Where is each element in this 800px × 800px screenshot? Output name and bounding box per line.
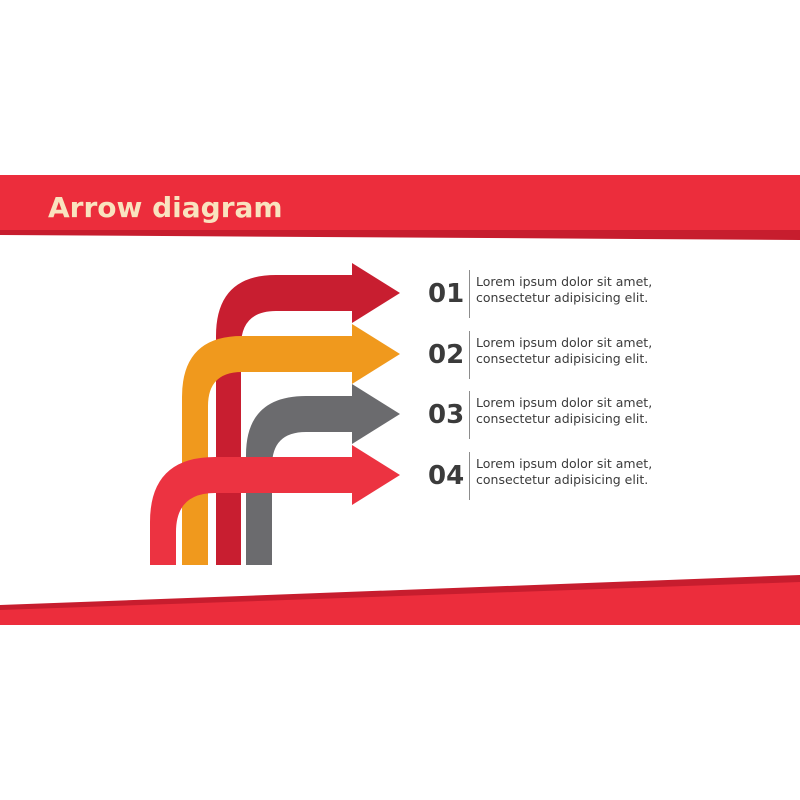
slide-title: Arrow diagram: [48, 191, 283, 224]
top-banner-shadow: [0, 230, 800, 240]
item-divider: [469, 270, 470, 318]
arrow-04: [150, 445, 400, 565]
bottom-banner: [0, 582, 800, 625]
item-description: Lorem ipsum dolor sit amet, consectetur …: [476, 335, 688, 367]
arrow-02-shaft: [182, 336, 352, 565]
item-description-line-2: consectetur adipisicing elit.: [476, 411, 649, 426]
arrow-03: [246, 384, 400, 565]
item-divider: [469, 452, 470, 500]
item-description-line-1: Lorem ipsum dolor sit amet,: [476, 274, 653, 289]
arrow-02-head: [352, 324, 400, 384]
item-description: Lorem ipsum dolor sit amet, consectetur …: [476, 456, 688, 488]
arrow-03-shaft: [246, 396, 352, 565]
list-item-01: 01 Lorem ipsum dolor sit amet, consectet…: [428, 270, 688, 318]
arrow-02: [182, 324, 400, 565]
item-description-line-2: consectetur adipisicing elit.: [476, 472, 649, 487]
item-description-line-1: Lorem ipsum dolor sit amet,: [476, 395, 653, 410]
item-description: Lorem ipsum dolor sit amet, consectetur …: [476, 395, 688, 427]
arrow-01-head: [352, 263, 400, 323]
item-number: 02: [428, 340, 465, 370]
item-description-line-1: Lorem ipsum dolor sit amet,: [476, 456, 653, 471]
arrow-04-head: [352, 445, 400, 505]
item-description-line-2: consectetur adipisicing elit.: [476, 290, 649, 305]
bottom-banner-shadow: [0, 575, 800, 612]
item-description-line-1: Lorem ipsum dolor sit amet,: [476, 335, 653, 350]
arrow-03-head: [352, 384, 400, 444]
list-item-02: 02 Lorem ipsum dolor sit amet, consectet…: [428, 331, 688, 379]
arrow-01-shaft: [216, 275, 352, 565]
item-divider: [469, 331, 470, 379]
item-number: 01: [428, 279, 465, 309]
arrow-04-shaft: [150, 457, 352, 565]
list-item-04: 04 Lorem ipsum dolor sit amet, consectet…: [428, 452, 688, 500]
item-divider: [469, 391, 470, 439]
item-description-line-2: consectetur adipisicing elit.: [476, 351, 649, 366]
arrow-01: [216, 263, 400, 565]
item-description: Lorem ipsum dolor sit amet, consectetur …: [476, 274, 688, 306]
item-number: 03: [428, 400, 465, 430]
slide-background: [0, 175, 800, 625]
top-banner: [0, 175, 800, 230]
item-number: 04: [428, 461, 465, 491]
list-item-03: 03 Lorem ipsum dolor sit amet, consectet…: [428, 391, 688, 439]
